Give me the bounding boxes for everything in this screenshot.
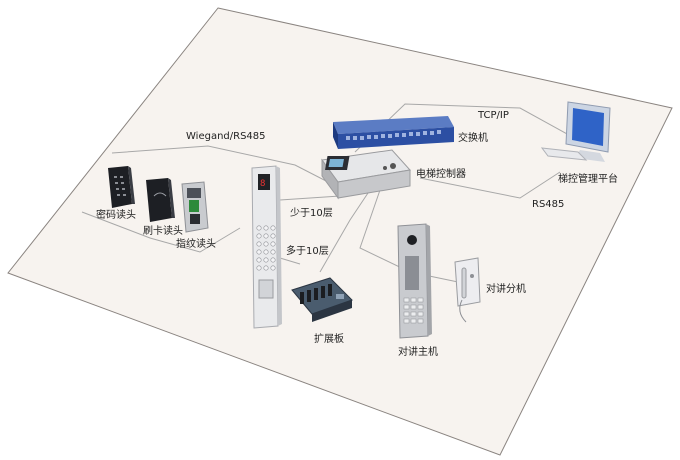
cable-controller-to-expansion bbox=[319, 189, 371, 273]
svg-text:8: 8 bbox=[260, 179, 265, 189]
monitor-device bbox=[540, 101, 611, 162]
fingerprint-reader-device bbox=[181, 181, 209, 233]
elevator-button-panel: 8 bbox=[251, 165, 282, 329]
label-controller: 电梯控制器 bbox=[416, 169, 466, 180]
intercom-extension-device bbox=[454, 257, 481, 323]
cable-readers-to-controller bbox=[111, 145, 331, 184]
switch-device bbox=[333, 116, 454, 149]
cable-rs485 bbox=[419, 171, 561, 199]
label-password-reader: 密码读头 bbox=[96, 210, 136, 221]
label-switch: 交换机 bbox=[458, 133, 488, 144]
cable-readers-bottom bbox=[81, 211, 241, 253]
label-more-than-10-floors: 多于10层 bbox=[286, 246, 329, 257]
password-reader-device bbox=[108, 166, 135, 208]
label-rs485: RS485 bbox=[532, 199, 565, 210]
label-intercom-extension: 对讲分机 bbox=[486, 284, 526, 295]
label-card-reader: 刷卡读头 bbox=[143, 226, 183, 237]
label-less-than-10-floors: 少于10层 bbox=[290, 208, 333, 219]
expansion-board-device bbox=[291, 277, 353, 322]
label-platform: 梯控管理平台 bbox=[558, 174, 618, 185]
label-wiegand-rs485: Wiegand/RS485 bbox=[186, 131, 266, 142]
elevator-controller-device bbox=[321, 149, 411, 200]
cable-panel-more10 bbox=[279, 257, 301, 265]
label-expansion-board: 扩展板 bbox=[314, 334, 344, 345]
label-tcpip: TCP/IP bbox=[478, 110, 509, 121]
card-reader-device bbox=[146, 178, 175, 222]
cable-controller-to-intercom bbox=[359, 189, 459, 283]
label-fingerprint-reader: 指纹读头 bbox=[176, 239, 216, 250]
floor-plane bbox=[7, 7, 673, 456]
intercom-master-device bbox=[397, 223, 432, 339]
label-intercom-master: 对讲主机 bbox=[398, 347, 438, 358]
